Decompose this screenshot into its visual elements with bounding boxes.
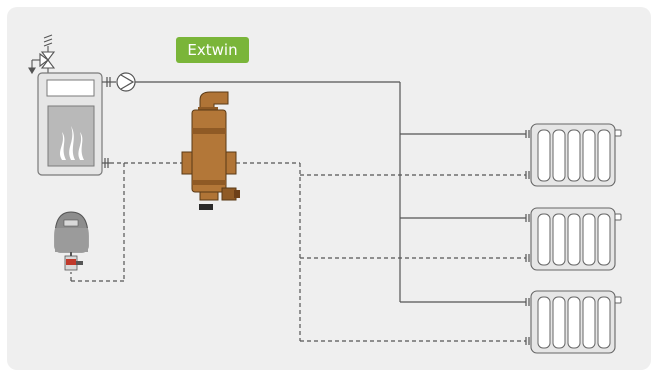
radiator-icon xyxy=(525,123,622,187)
radiator-icon xyxy=(525,207,622,271)
safety-valve-icon xyxy=(28,34,56,75)
return-piping xyxy=(70,162,526,342)
dirt-air-separator-icon xyxy=(180,91,240,210)
boiler-connections xyxy=(102,77,116,168)
circulation-pump-icon xyxy=(116,72,136,92)
boiler-icon xyxy=(37,72,103,176)
flow-piping xyxy=(135,81,526,303)
radiator-icon xyxy=(525,290,622,354)
expansion-vessel-icon xyxy=(54,211,89,271)
product-label-badge: Extwin xyxy=(176,37,249,63)
